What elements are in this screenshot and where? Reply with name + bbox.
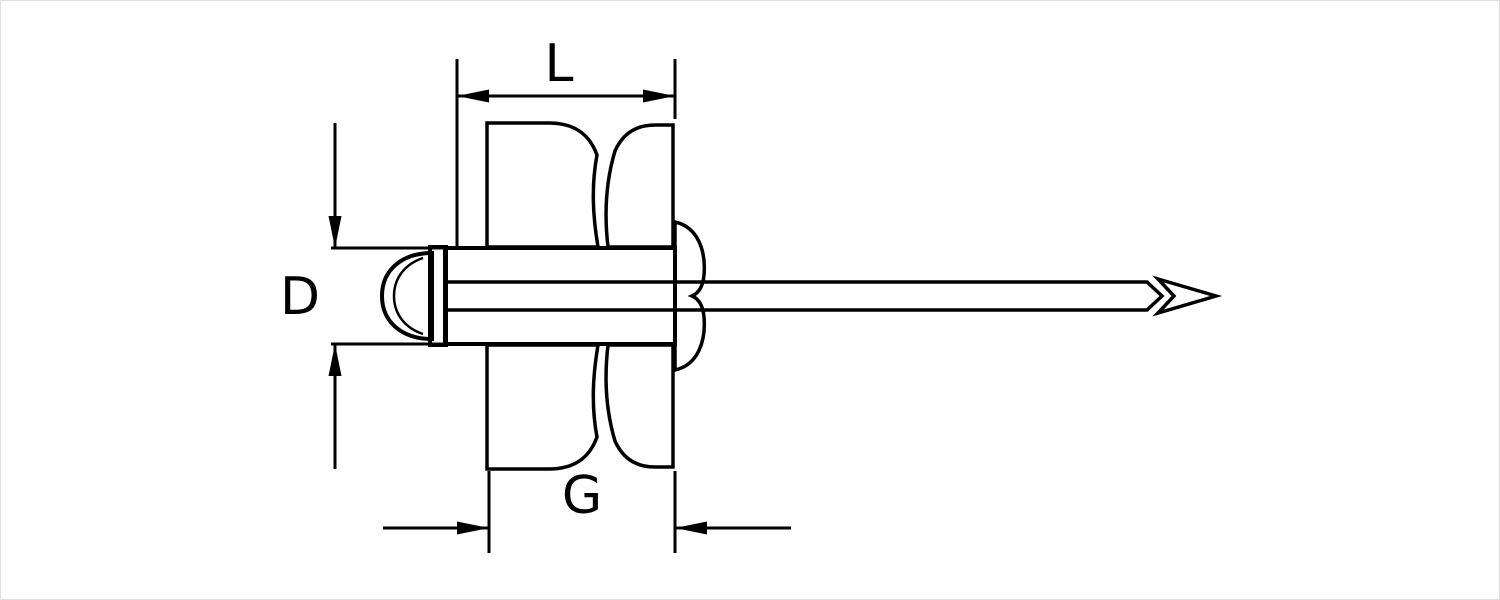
- G-arrowhead-right: [457, 521, 489, 535]
- plate-top-right: [604, 123, 675, 249]
- rivet-dome-contour-line: [392, 256, 424, 336]
- D-label: D: [280, 267, 320, 327]
- dimension-length-L: L: [455, 34, 677, 248]
- blind-rivet: [379, 219, 1223, 373]
- dimension-diameter-D: D: [280, 123, 444, 469]
- D-arrowhead-down: [328, 216, 342, 248]
- G-label: G: [562, 466, 602, 526]
- rivet-mandrel-tip: [1152, 275, 1223, 317]
- clamped-plates: [485, 121, 675, 471]
- L-arrowhead-left: [457, 89, 489, 103]
- L-label: L: [545, 34, 574, 94]
- plate-bottom-right: [604, 343, 675, 469]
- rivet-body: [443, 246, 677, 346]
- rivet-mandrel-stem: [444, 280, 1165, 312]
- rivet-bulb: [673, 219, 707, 373]
- L-arrowhead-right: [643, 89, 675, 103]
- rivet-dome-head: [379, 250, 434, 342]
- G-arrowhead-left: [675, 521, 707, 535]
- D-arrowhead-up: [328, 344, 342, 376]
- plate-top-left: [485, 121, 601, 249]
- plate-bottom-left: [485, 343, 601, 471]
- dimension-grip-G: G: [383, 466, 791, 553]
